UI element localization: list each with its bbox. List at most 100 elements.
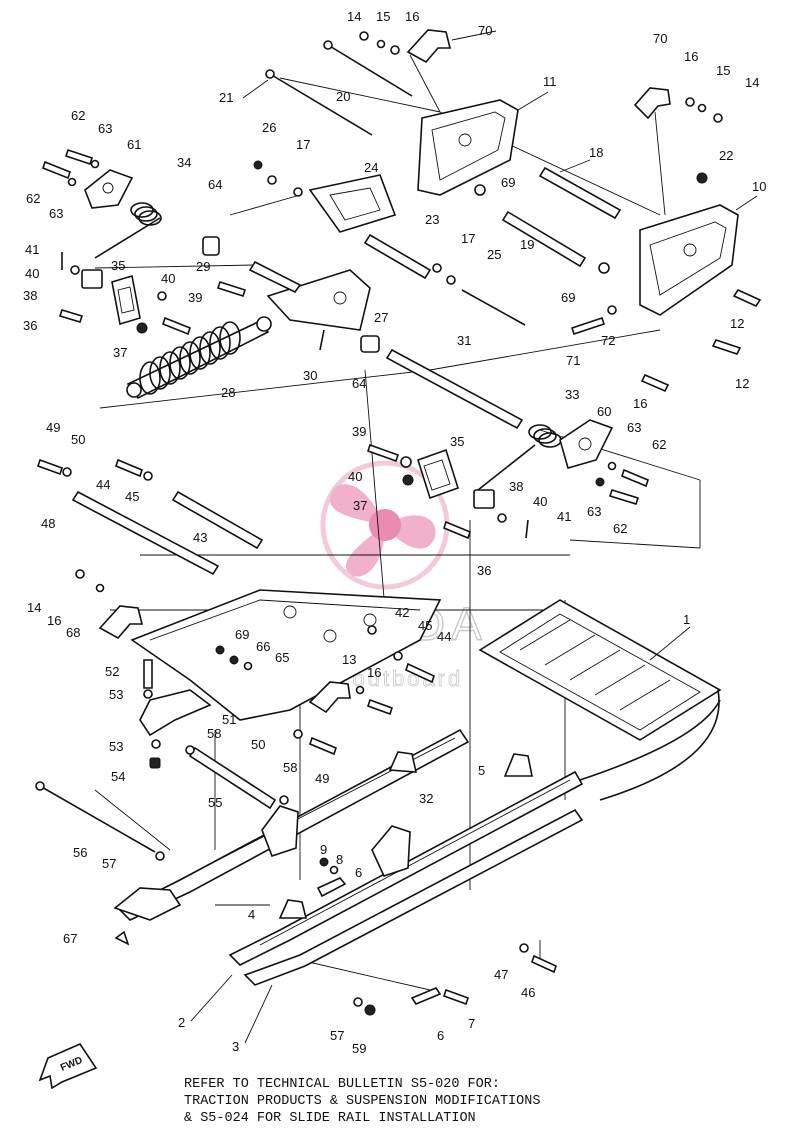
callout-16: 16: [367, 665, 381, 680]
callout-47: 47: [494, 967, 508, 982]
callout-10: 10: [752, 179, 766, 194]
callout-42: 42: [395, 605, 409, 620]
callout-16: 16: [684, 49, 698, 64]
left-spring-assembly: [42, 148, 191, 336]
footer-note-line-3: & S5-024 FOR SLIDE RAIL INSTALLATION: [184, 1111, 476, 1126]
callout-64: 64: [352, 376, 366, 391]
callout-53: 53: [109, 739, 123, 754]
callout-71: 71: [566, 353, 580, 368]
callout-14: 14: [745, 75, 759, 90]
callout-41: 41: [557, 509, 571, 524]
callout-13: 13: [342, 652, 356, 667]
callout-24: 24: [364, 160, 378, 175]
callout-38: 38: [509, 479, 523, 494]
callout-17: 17: [296, 137, 310, 152]
callout-66: 66: [256, 639, 270, 654]
callout-62: 62: [26, 191, 40, 206]
callout-44: 44: [437, 629, 451, 644]
callout-1: 1: [683, 612, 690, 627]
callout-63: 63: [49, 206, 63, 221]
callout-40: 40: [161, 271, 175, 286]
callout-35: 35: [111, 258, 125, 273]
front-axles: [36, 458, 264, 576]
right-slide-rail: [228, 753, 584, 1016]
callout-54: 54: [111, 769, 125, 784]
callout-52: 52: [105, 664, 119, 679]
callout-70: 70: [653, 31, 667, 46]
callout-46: 46: [521, 985, 535, 1000]
callout-44: 44: [96, 477, 110, 492]
callout-12: 12: [730, 316, 744, 331]
front-frame: [75, 569, 442, 769]
shock-absorber: [126, 316, 272, 400]
callout-39: 39: [352, 424, 366, 439]
callout-69: 69: [561, 290, 575, 305]
callout-36: 36: [477, 563, 491, 578]
callout-27: 27: [374, 310, 388, 325]
callout-65: 65: [275, 650, 289, 665]
callout-20: 20: [336, 89, 350, 104]
callout-22: 22: [719, 148, 733, 163]
callout-55: 55: [208, 795, 222, 810]
callout-53: 53: [109, 687, 123, 702]
rear-arm-assembly: [265, 29, 762, 393]
callout-3: 3: [232, 1039, 239, 1054]
callout-45: 45: [418, 618, 432, 633]
callout-28: 28: [221, 385, 235, 400]
callout-61: 61: [127, 137, 141, 152]
forward-arrow-icon: FWD: [38, 1042, 98, 1090]
callout-6: 6: [437, 1028, 444, 1043]
callout-72: 72: [601, 333, 615, 348]
callout-35: 35: [450, 434, 464, 449]
callout-labels: 14 15 16 70 70 16 15 14 11 21 20 62 63 6…: [23, 9, 766, 1056]
callout-56: 56: [73, 845, 87, 860]
callout-67: 67: [63, 931, 77, 946]
callout-8: 8: [336, 852, 343, 867]
callout-63: 63: [627, 420, 641, 435]
callout-41: 41: [25, 242, 39, 257]
callout-16: 16: [633, 396, 647, 411]
callout-40: 40: [25, 266, 39, 281]
callout-69: 69: [235, 627, 249, 642]
callout-37: 37: [113, 345, 127, 360]
callout-30: 30: [303, 368, 317, 383]
callout-17: 17: [461, 231, 475, 246]
callout-37: 37: [353, 498, 367, 513]
callout-14: 14: [347, 9, 361, 24]
callout-21: 21: [219, 90, 233, 105]
callout-2: 2: [178, 1015, 185, 1030]
footer-note: REFER TO TECHNICAL BULLETIN S5-020 FOR: …: [184, 1077, 540, 1126]
callout-31: 31: [457, 333, 471, 348]
callout-32: 32: [419, 791, 433, 806]
callout-45: 45: [125, 489, 139, 504]
callout-5: 5: [478, 763, 485, 778]
callout-63: 63: [98, 121, 112, 136]
callout-25: 25: [487, 247, 501, 262]
callout-63: 63: [587, 504, 601, 519]
front-arm-assembly: [202, 160, 526, 430]
callout-70: 70: [478, 23, 492, 38]
callout-62: 62: [613, 521, 627, 536]
callout-4: 4: [248, 907, 255, 922]
callout-69: 69: [501, 175, 515, 190]
callout-36: 36: [23, 318, 37, 333]
callout-34: 34: [177, 155, 191, 170]
footer-note-line-1: REFER TO TECHNICAL BULLETIN S5-020 FOR:: [184, 1077, 500, 1092]
track-slide-frame: [478, 599, 722, 801]
callout-58: 58: [207, 726, 221, 741]
callout-58: 58: [283, 760, 297, 775]
callout-33: 33: [565, 387, 579, 402]
callout-23: 23: [425, 212, 439, 227]
callout-15: 15: [376, 9, 390, 24]
callout-leaders: [190, 30, 758, 1044]
callout-7: 7: [468, 1016, 475, 1031]
right-spring-assembly: [366, 419, 649, 540]
callout-29: 29: [196, 259, 210, 274]
left-slide-rail: [35, 728, 470, 946]
callout-48: 48: [41, 516, 55, 531]
callout-40: 40: [533, 494, 547, 509]
callout-64: 64: [208, 177, 222, 192]
callout-68: 68: [66, 625, 80, 640]
callout-62: 62: [652, 437, 666, 452]
